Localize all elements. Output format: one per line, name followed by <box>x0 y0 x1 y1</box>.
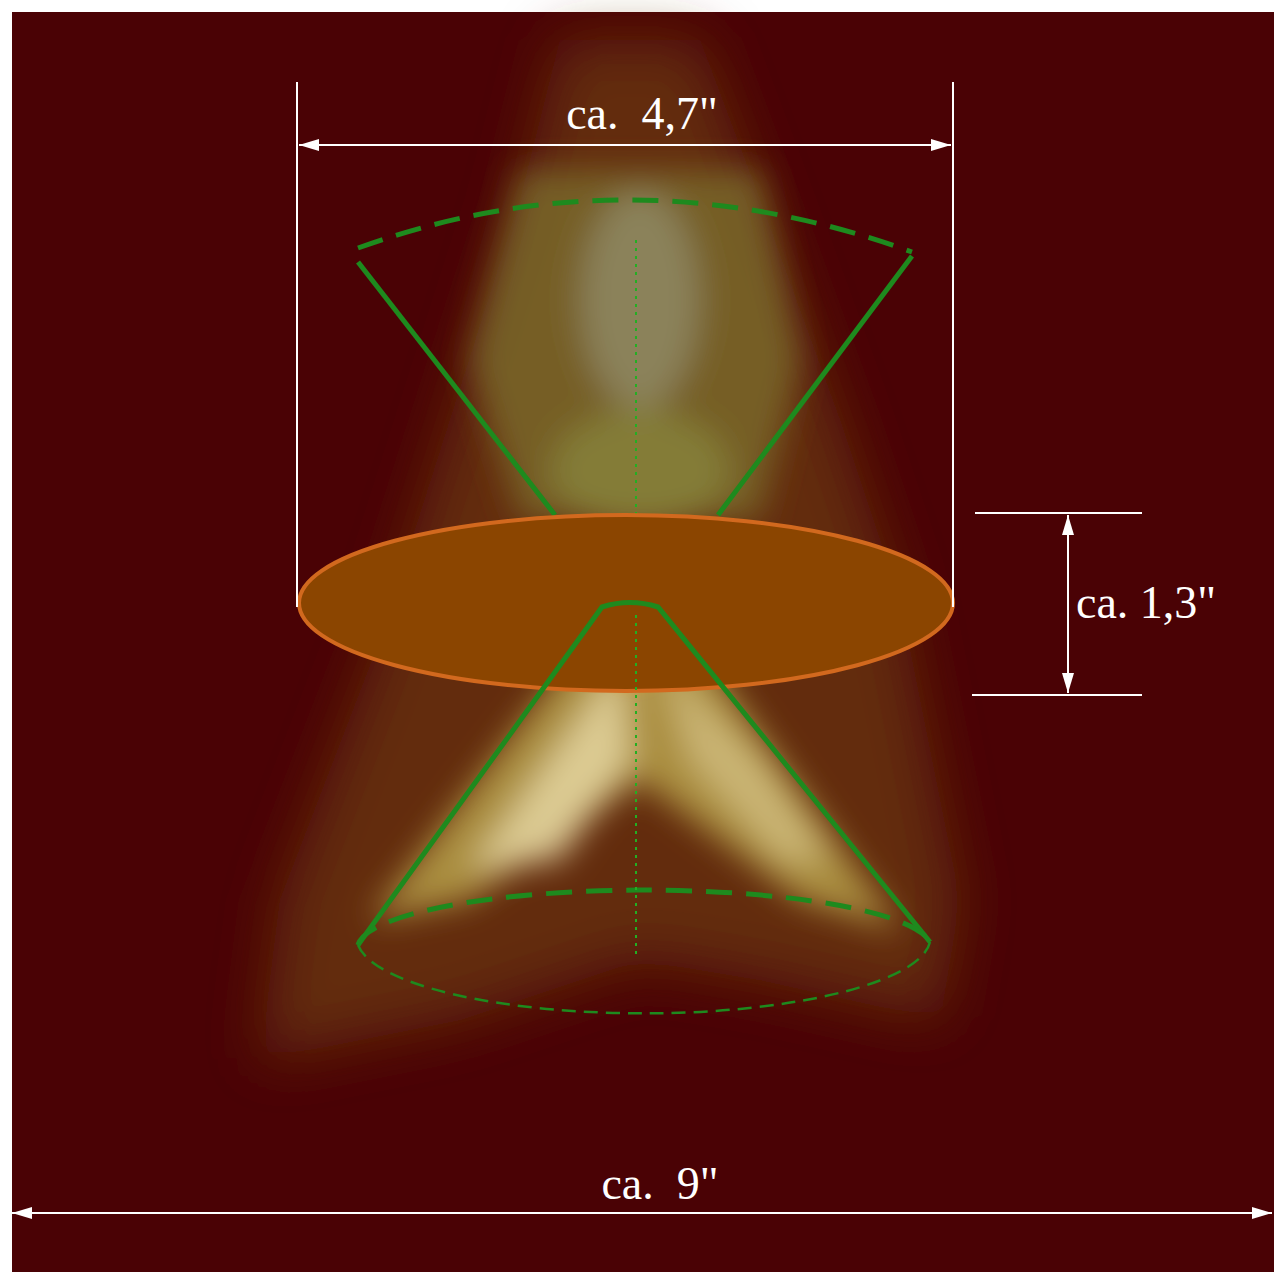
cone-axis <box>635 240 637 515</box>
cone-edge <box>358 603 930 946</box>
cone-axis <box>635 615 637 958</box>
dimension-label: ca. 9" <box>601 1161 718 1207</box>
sky-background <box>12 12 1274 1272</box>
cone-rim <box>358 200 912 252</box>
nebula-halo <box>260 40 960 1060</box>
cone-edge <box>358 262 555 515</box>
upper-lobe <box>470 170 800 530</box>
dimension-label: ca. 4,7" <box>566 91 718 137</box>
cone-rim <box>358 942 930 1013</box>
dimension-label: ca. 1,3" <box>1076 580 1216 626</box>
cone-edge <box>718 256 912 515</box>
dimension-lines <box>12 82 1272 1213</box>
cone-rim <box>358 890 930 945</box>
